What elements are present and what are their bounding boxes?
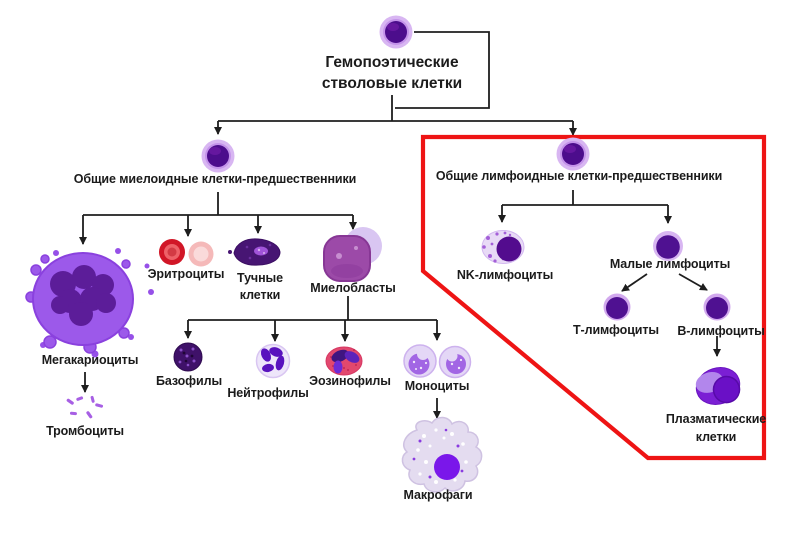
macrophage-cell-icon xyxy=(401,416,483,493)
plasma-cells-label-line2: клетки xyxy=(695,430,737,444)
myeloblast-cell-icon xyxy=(323,227,382,282)
mast-cells-label-line1: Тучные xyxy=(237,271,283,285)
b-lymphocyte-cell-icon xyxy=(703,293,731,321)
lymphoid-highlight-outline xyxy=(420,134,767,461)
myeloid-progenitor-label: Общие миелоидные клетки-предшественники xyxy=(73,172,357,186)
plasma-cell-icon xyxy=(695,367,741,405)
root-node-label: Гемопоэтические стволовые клетки xyxy=(322,52,462,94)
macrophages-label: Макрофаги xyxy=(403,488,473,502)
lymphoid-progenitor-label: Общие лимфоидные клетки-предшественники xyxy=(435,169,723,183)
monocytes-label: Моноциты xyxy=(404,379,470,393)
red-blood-cells-icon xyxy=(159,239,214,267)
myeloblasts-label: Миелобласты xyxy=(310,281,396,295)
t-lymphocyte-cell-icon xyxy=(603,293,631,321)
connector-lines xyxy=(79,31,721,419)
eosinophil-cell-icon xyxy=(325,346,363,376)
small-lymphocyte-cell-icon xyxy=(653,231,683,261)
neutrophils-label: Нейтрофилы xyxy=(227,386,309,400)
mast-cells-label-line2: клетки xyxy=(239,288,281,302)
root-label-line2: стволовые клетки xyxy=(321,75,463,92)
megakaryocyte-cell-icon xyxy=(25,248,154,358)
plasma-cells-label-line1: Плазматические xyxy=(665,412,767,426)
t-cells-label: Т-лимфоциты xyxy=(573,323,659,337)
root-label-line1: Гемопоэтические xyxy=(325,54,459,71)
plasma-cells-label: Плазматические клетки xyxy=(666,410,766,446)
basophil-cell-icon xyxy=(173,342,203,372)
neutrophil-cell-icon xyxy=(255,343,291,379)
myeloid-progenitor-cell-icon xyxy=(201,139,235,173)
mast-cells-label: Тучные клетки xyxy=(237,270,283,304)
eosinophils-label: Эозинофилы xyxy=(309,374,391,388)
stem-cell-icon xyxy=(379,15,413,49)
nk-lymphocyte-cell-icon xyxy=(481,230,525,264)
mast-cell-icon xyxy=(228,238,281,266)
platelets-label: Тромбоциты xyxy=(46,424,124,438)
basophils-label: Базофилы xyxy=(155,374,223,388)
small-lymphocytes-label: Малые лимфоциты xyxy=(609,257,731,271)
nk-cells-label: NK-лимфоциты xyxy=(456,268,554,282)
megakaryocytes-label: Мегакариоциты xyxy=(41,353,139,367)
lymphoid-progenitor-cell-icon xyxy=(556,137,590,171)
platelet-fragments-icon xyxy=(66,395,104,419)
erythrocytes-label: Эритроциты xyxy=(147,267,225,281)
monocyte-cells-icon xyxy=(403,344,472,379)
b-cells-label: В-лимфоциты xyxy=(677,324,765,338)
